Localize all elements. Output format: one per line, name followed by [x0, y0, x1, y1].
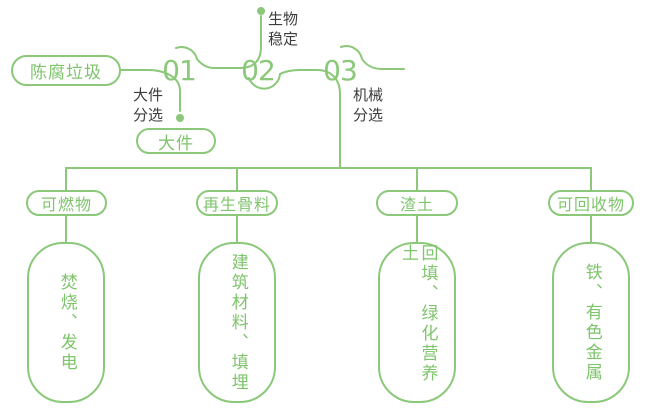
category-node-recycled-aggregate: 再生骨料: [196, 190, 278, 216]
distribution-rail: [65, 167, 592, 191]
category-label: 可燃物: [40, 195, 92, 214]
step-number-01: 01: [162, 54, 197, 87]
detail-text: 焚烧、发电: [56, 272, 77, 373]
source-node-label: 陈腐垃圾: [30, 63, 102, 83]
detail-box-combustible: 焚烧、发电: [27, 242, 105, 403]
line-step1-to-step2: [175, 15, 262, 69]
step-number-02: 02: [241, 54, 276, 87]
detail-text: 建筑材料、填埋: [227, 252, 248, 393]
line-source-to-step1: [120, 69, 181, 112]
category-label: 再生骨料: [202, 195, 271, 214]
line-step2-to-step3: [248, 69, 341, 169]
detail-box-recyclable: 铁、有色金属: [552, 242, 630, 403]
source-node: 陈腐垃圾: [11, 55, 121, 86]
category-label: 渣土: [399, 195, 434, 214]
label-mechanical-sorting: 机械 分选: [353, 86, 384, 124]
bulky-output-label: 大件: [158, 133, 194, 154]
label-bulky-sorting: 大件 分选: [133, 86, 164, 124]
bio-branch-dot: [257, 7, 265, 15]
bulky-output-node: 大件: [136, 128, 216, 154]
category-node-slag: 渣土: [376, 190, 458, 216]
detail-text: 铁、有色金属: [581, 262, 602, 383]
category-node-recyclable: 可回收物: [548, 190, 634, 216]
category-node-combustible: 可燃物: [26, 190, 107, 216]
detail-text: 回填、绿化营养土: [398, 244, 438, 384]
label-bio-stabilization: 生物 稳定: [268, 10, 299, 48]
category-label: 可回收物: [556, 195, 625, 214]
step-number-03: 03: [323, 54, 358, 87]
bulky-branch-dot: [176, 114, 184, 122]
detail-box-recycled-aggregate: 建筑材料、填埋: [198, 242, 276, 403]
line-step3-out: [340, 45, 405, 70]
detail-box-slag: 回填、绿化营养土: [378, 242, 456, 403]
